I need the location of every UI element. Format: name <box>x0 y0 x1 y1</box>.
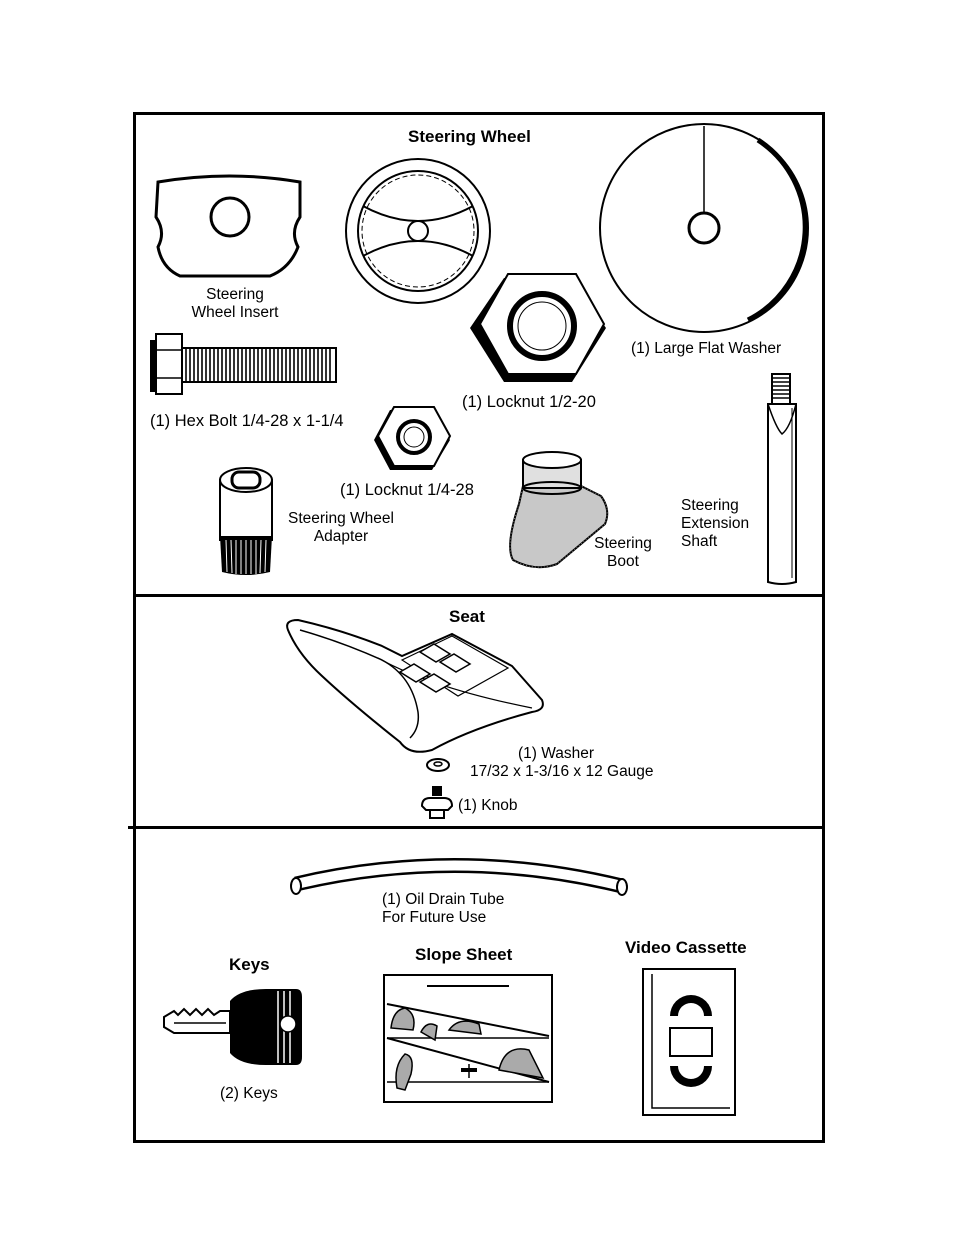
seat-washer-label: (1) Washer 17/32 x 1-3/16 x 12 Gauge <box>470 745 654 780</box>
seat-title: Seat <box>449 607 485 626</box>
large-flat-washer-illustration <box>599 123 809 333</box>
keys-label: (2) Keys <box>220 1085 278 1102</box>
oil-drain-tube-label: (1) Oil Drain Tube For Future Use <box>382 891 505 926</box>
knob-illustration <box>420 786 454 819</box>
steering-extension-shaft-illustration <box>767 373 797 585</box>
steering-wheel-illustration <box>345 158 491 304</box>
video-cassette-title: Video Cassette <box>625 938 747 957</box>
section-divider-seat <box>135 594 823 597</box>
oil-drain-tube-illustration <box>290 858 628 896</box>
slope-sheet-illustration <box>383 974 553 1103</box>
hex-bolt-illustration <box>150 333 337 395</box>
slope-sheet-title: Slope Sheet <box>415 945 513 964</box>
locknut-quarter-label: (1) Locknut 1/4-28 <box>340 481 474 499</box>
steering-extension-shaft-label: Steering Extension Shaft <box>681 497 750 550</box>
video-cassette-illustration <box>642 968 736 1116</box>
keys-title: Keys <box>229 955 270 974</box>
key-illustration <box>163 989 302 1065</box>
section-divider-misc <box>128 826 822 829</box>
knob-label: (1) Knob <box>458 797 518 814</box>
steering-title: Steering Wheel <box>408 127 531 146</box>
steering-boot-label: Steering Boot <box>594 535 652 570</box>
hex-bolt-label: (1) Hex Bolt 1/4-28 x 1-1/4 <box>150 412 344 430</box>
locknut-quarter-illustration <box>374 406 452 470</box>
steering-boot-illustration <box>509 451 609 569</box>
steering-wheel-insert-illustration <box>154 174 302 278</box>
steering-wheel-adapter-illustration <box>219 467 273 575</box>
steering-wheel-insert-label: Steering Wheel Insert <box>191 286 279 321</box>
steering-wheel-adapter-label: Steering Wheel Adapter <box>288 510 394 545</box>
locknut-half-label: (1) Locknut 1/2-20 <box>462 393 596 411</box>
large-flat-washer-label: (1) Large Flat Washer <box>631 340 782 357</box>
locknut-half-illustration <box>470 273 606 382</box>
seat-illustration <box>286 618 544 753</box>
seat-washer-illustration <box>426 758 450 772</box>
parts-frame <box>133 112 825 1143</box>
